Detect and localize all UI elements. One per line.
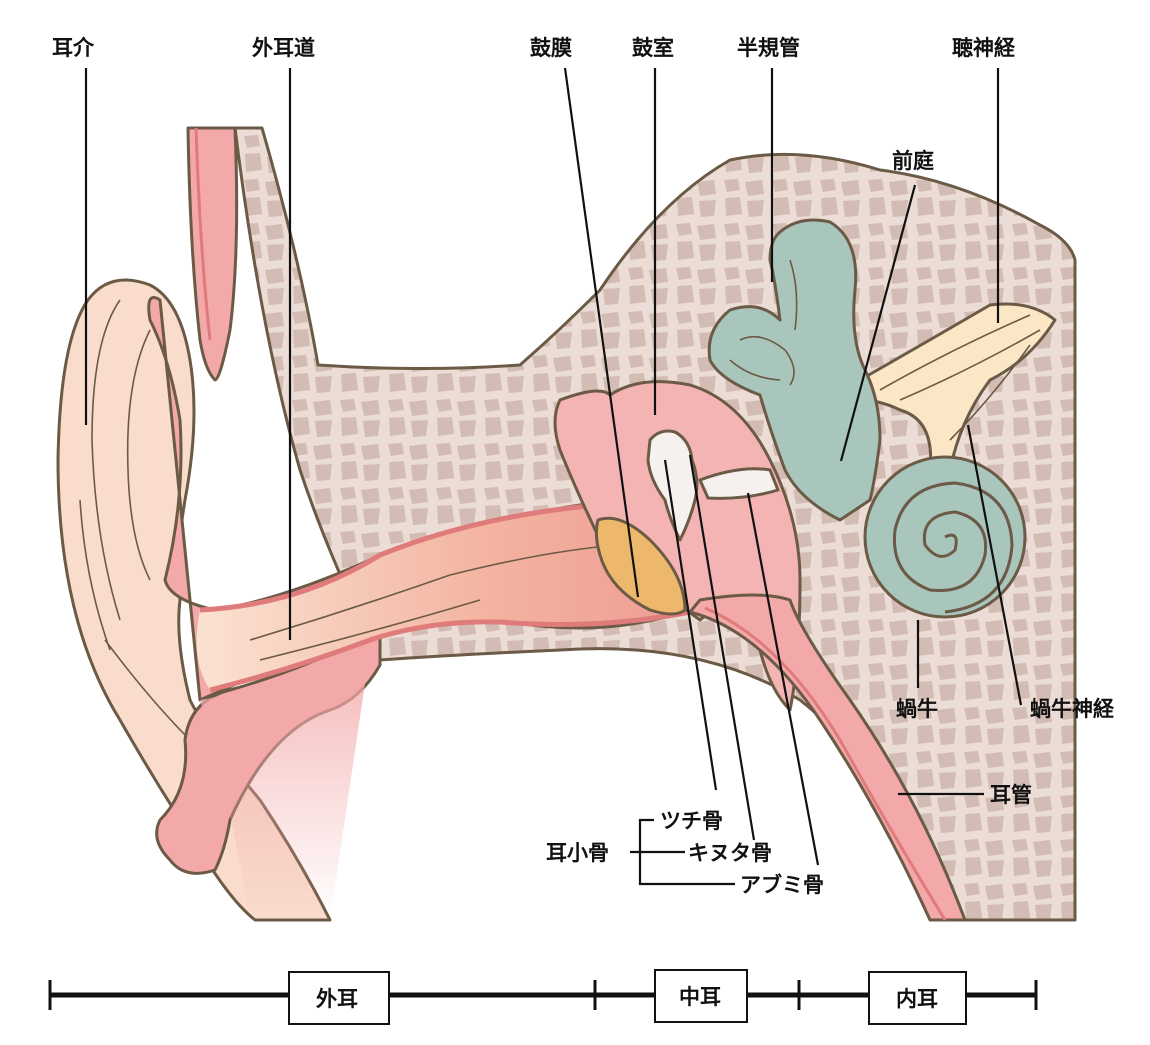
eardrum-shape bbox=[594, 516, 687, 616]
leader-lines bbox=[84, 67, 1023, 886]
region-outer-ear: 外耳 bbox=[316, 987, 358, 1011]
label-incus: キヌタ骨 bbox=[688, 841, 772, 865]
label-cochlear-nerve: 蝸牛神経 bbox=[1030, 697, 1115, 721]
label-ear-canal: 外耳道 bbox=[252, 36, 315, 60]
label-stapes: アブミ骨 bbox=[740, 873, 824, 897]
nerve-shape bbox=[858, 302, 1057, 472]
label-auditory-nerve: 聴神経 bbox=[952, 36, 1016, 60]
label-eardrum: 鼓膜 bbox=[530, 36, 572, 60]
label-ossicles: 耳小骨 bbox=[546, 841, 609, 865]
label-malleus: ツチ骨 bbox=[660, 809, 723, 833]
label-auricle: 耳介 bbox=[52, 36, 95, 60]
region-inner-ear: 内耳 bbox=[896, 987, 938, 1011]
label-semicircular-canals: 半規管 bbox=[737, 36, 800, 60]
region-middle-ear: 中耳 bbox=[679, 985, 721, 1009]
upper-duct bbox=[186, 126, 239, 382]
outer-ear-box bbox=[288, 971, 390, 1025]
label-vestibule: 前庭 bbox=[892, 149, 934, 173]
label-eustachian-tube: 耳管 bbox=[990, 783, 1032, 807]
label-cochlea: 蝸牛 bbox=[896, 697, 938, 721]
region-scale-bar: 外耳 中耳 内耳 bbox=[48, 969, 1038, 1025]
inner-ear-box bbox=[868, 971, 967, 1025]
ossicles-shape bbox=[646, 429, 780, 542]
middle-ear-box bbox=[654, 969, 748, 1023]
label-tympanic-cavity: 鼓室 bbox=[632, 36, 674, 60]
